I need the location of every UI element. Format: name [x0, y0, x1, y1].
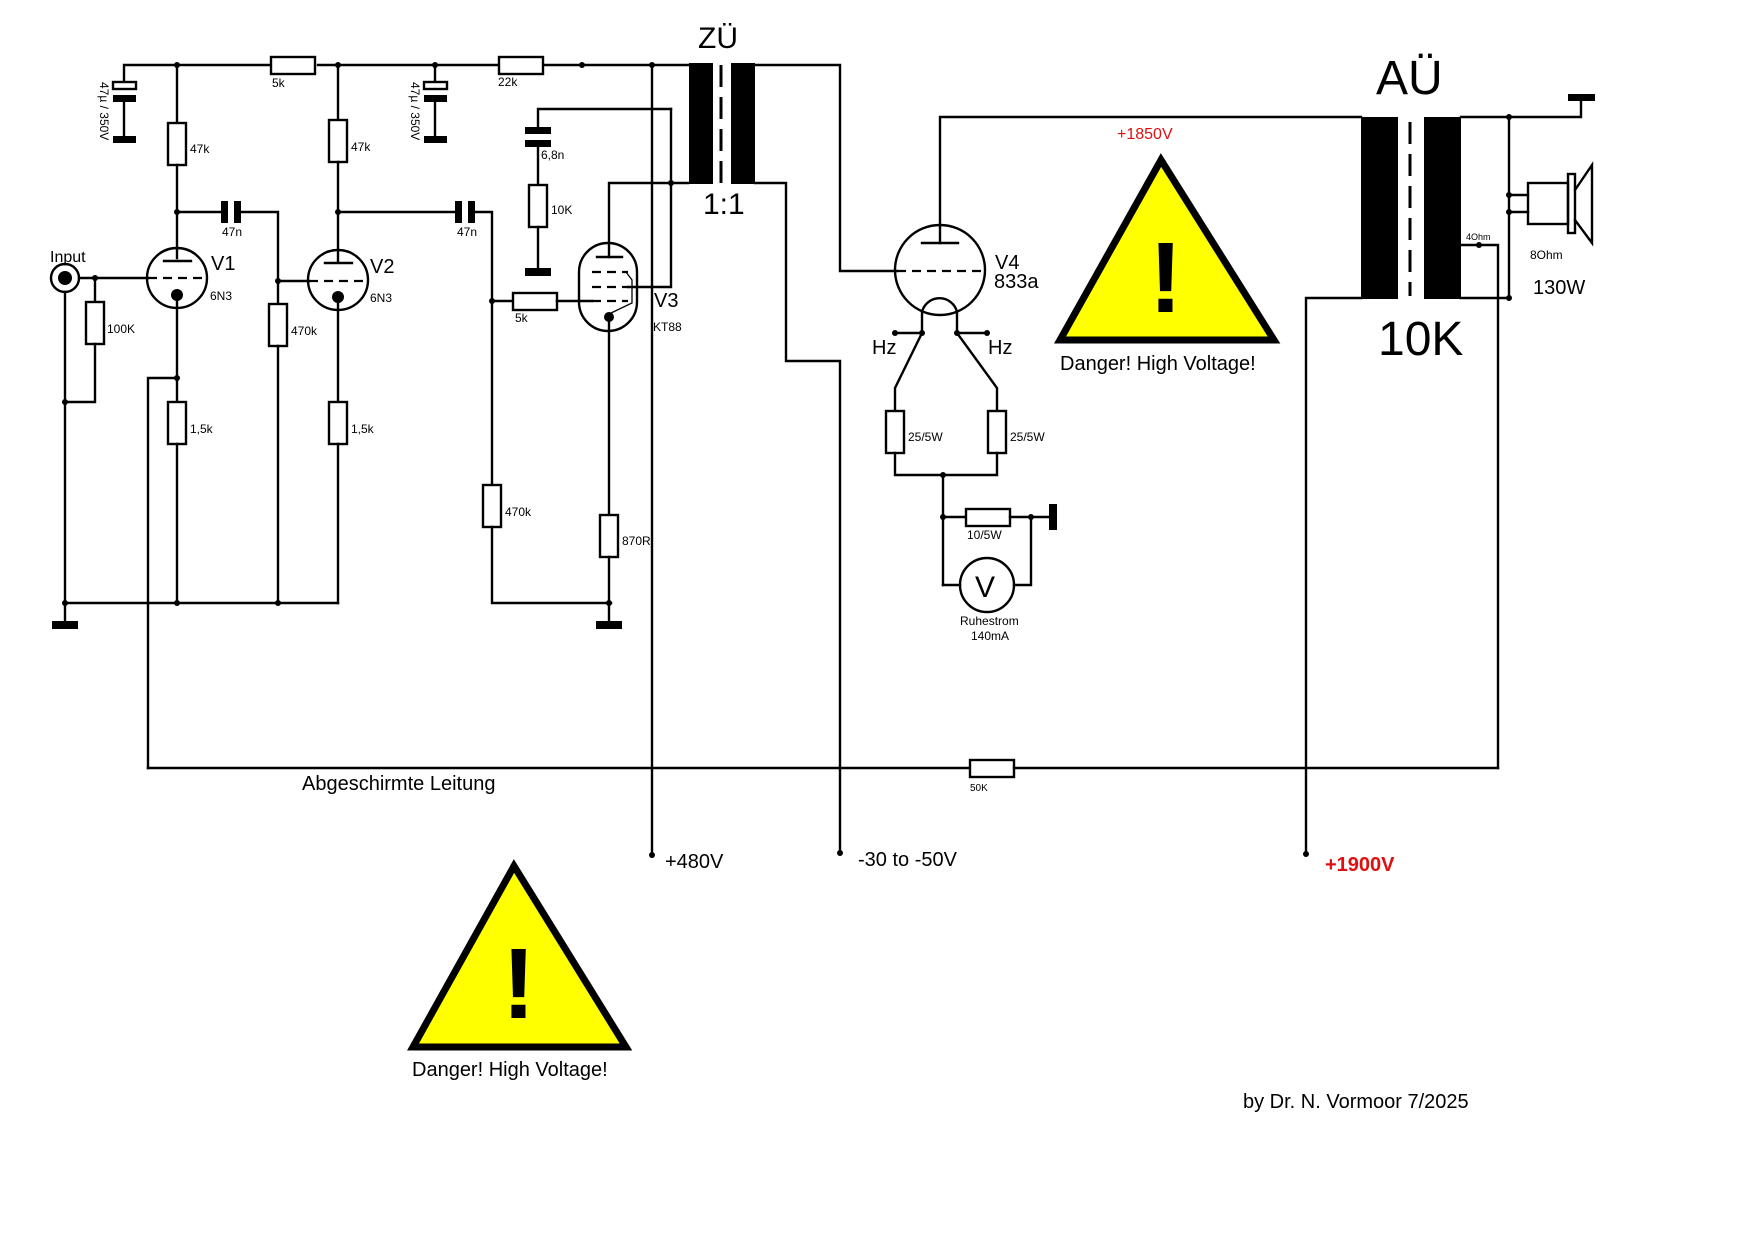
filter-capacitor-2-label: 47µ / 350V	[408, 82, 422, 140]
feedback-cable-label: Abgeschirmte Leitung	[302, 773, 495, 795]
v3-label: V3	[654, 290, 678, 312]
input-label: Input	[50, 249, 86, 266]
sense-resistor: 10/5W	[964, 507, 1012, 542]
v2-plate-resistor-label: 47k	[351, 140, 371, 154]
feedback-resistor-label: 50K	[970, 783, 988, 794]
filament-resistor-left: 25/5W	[884, 409, 943, 455]
ground-symbol	[113, 136, 136, 143]
v4-type: 833a	[994, 271, 1039, 293]
filament-left-label: Hz	[872, 337, 896, 359]
v2-label: V2	[370, 256, 394, 278]
ground-symbol	[525, 268, 551, 276]
snubber-resistor: 10K	[527, 183, 572, 229]
sense-resistor-label: 10/5W	[967, 528, 1002, 542]
rail-resistor-5k-label: 5k	[272, 76, 286, 90]
v1-cathode-resistor-label: 1,5k	[190, 422, 214, 436]
warning-exclamation-icon: !	[502, 928, 535, 1040]
voltmeter-symbol: V	[975, 571, 995, 604]
v1-cathode-resistor: 1,5k	[166, 400, 214, 446]
filament-resistor-left-label: 25/5W	[908, 430, 943, 444]
v1-type: 6N3	[210, 289, 232, 303]
author-credit: by Dr. N. Vormoor 7/2025	[1243, 1091, 1469, 1113]
rail-resistor-5k: 5k	[269, 55, 317, 90]
speaker-power-label: 130W	[1533, 277, 1585, 299]
warning-exclamation-icon: !	[1149, 222, 1182, 334]
bias-voltmeter: V Ruhestrom 140mA	[958, 556, 1019, 643]
ground-symbol	[424, 136, 447, 143]
coupling-capacitor-2: 47n	[455, 201, 477, 239]
speaker-impedance-label: 8Ohm	[1530, 248, 1563, 262]
coupling-capacitor-1: 47n	[221, 201, 242, 239]
tube-v3: V3 KT88	[577, 241, 682, 334]
filament-resistor-right-label: 25/5W	[1010, 430, 1045, 444]
filament-resistor-right: 25/5W	[986, 409, 1045, 455]
driver-transformer: ZÜ 1:1	[689, 22, 755, 221]
speaker-icon	[1506, 161, 1594, 247]
tube-v4: V4 833a	[893, 223, 1039, 335]
v3-cathode-resistor: 870R	[598, 513, 651, 559]
tube-v1: V1 6N3	[145, 246, 235, 310]
ground-symbol	[1049, 504, 1057, 530]
snubber-capacitor-label: 6,8n	[541, 148, 564, 162]
filter-capacitor-2: 47µ / 350V	[408, 63, 449, 143]
supply-480v-label: +480V	[665, 851, 724, 873]
coupling-capacitor-2-label: 47n	[457, 225, 477, 239]
v2-cathode-resistor: 1,5k	[327, 400, 375, 446]
bias-meter-label: Ruhestrom	[960, 614, 1019, 628]
driver-ratio-label: 1:1	[703, 188, 745, 221]
supply-bias-label: -30 to -50V	[858, 849, 958, 871]
filter-capacitor-1: 47µ / 350V	[97, 80, 138, 143]
ground-symbol	[1568, 94, 1595, 101]
v4-label: V4	[995, 252, 1019, 274]
filter-capacitor-1-label: 47µ / 350V	[97, 82, 111, 140]
v2-grid-resistor-label: 470k	[291, 324, 318, 338]
v1-plate-resistor-label: 47k	[190, 142, 210, 156]
output-transformer: AÜ 10K	[1361, 52, 1463, 366]
high-voltage-warning-2: ! Danger! High Voltage!	[407, 859, 633, 1081]
input-resistor: 100K	[84, 300, 135, 346]
v3-grid-resistor: 470k	[481, 483, 532, 529]
rail-resistor-22k: 22k	[497, 55, 545, 89]
v3-cathode-resistor-label: 870R	[622, 534, 651, 548]
v1-plate-resistor: 47k	[166, 121, 210, 167]
snubber-resistor-label: 10K	[551, 203, 572, 217]
v2-type: 6N3	[370, 291, 392, 305]
v2-grid-resistor: 470k	[267, 302, 318, 348]
v2-cathode-resistor-label: 1,5k	[351, 422, 375, 436]
snubber-capacitor: 6,8n	[525, 127, 564, 162]
feedback-resistor: 50K	[968, 758, 1016, 794]
v3-grid-stopper-label: 5k	[515, 311, 529, 325]
warning-2-text: Danger! High Voltage!	[412, 1059, 608, 1081]
filament-right-label: Hz	[988, 337, 1012, 359]
input-resistor-label: 100K	[107, 322, 135, 336]
high-voltage-warning-1: ! Danger! High Voltage!	[1054, 153, 1281, 375]
supply-rail	[122, 62, 690, 84]
ground-symbol	[596, 621, 622, 629]
tube-v2: V2 6N3	[306, 248, 394, 312]
warning-1-text: Danger! High Voltage!	[1060, 353, 1256, 375]
tap-4ohm-label: 4Ohm	[1466, 232, 1491, 242]
bias-meter-value: 140mA	[971, 629, 1009, 643]
driver-transformer-label: ZÜ	[698, 22, 738, 55]
coupling-capacitor-1-label: 47n	[222, 225, 242, 239]
v3-type: KT88	[653, 320, 682, 334]
v3-grid-stopper-resistor: 5k	[511, 291, 559, 325]
output-impedance-label: 10K	[1378, 313, 1463, 366]
v3-grid-resistor-label: 470k	[505, 505, 532, 519]
rail-resistor-22k-label: 22k	[498, 75, 518, 89]
ground-symbol	[52, 621, 78, 629]
supply-1900v-label: +1900V	[1325, 854, 1395, 876]
plate-voltage-label: +1850V	[1117, 126, 1173, 143]
output-transformer-label: AÜ	[1376, 52, 1443, 105]
input-jack[interactable]: Input	[49, 249, 86, 294]
v2-plate-resistor: 47k	[327, 118, 371, 164]
v1-label: V1	[211, 253, 235, 275]
